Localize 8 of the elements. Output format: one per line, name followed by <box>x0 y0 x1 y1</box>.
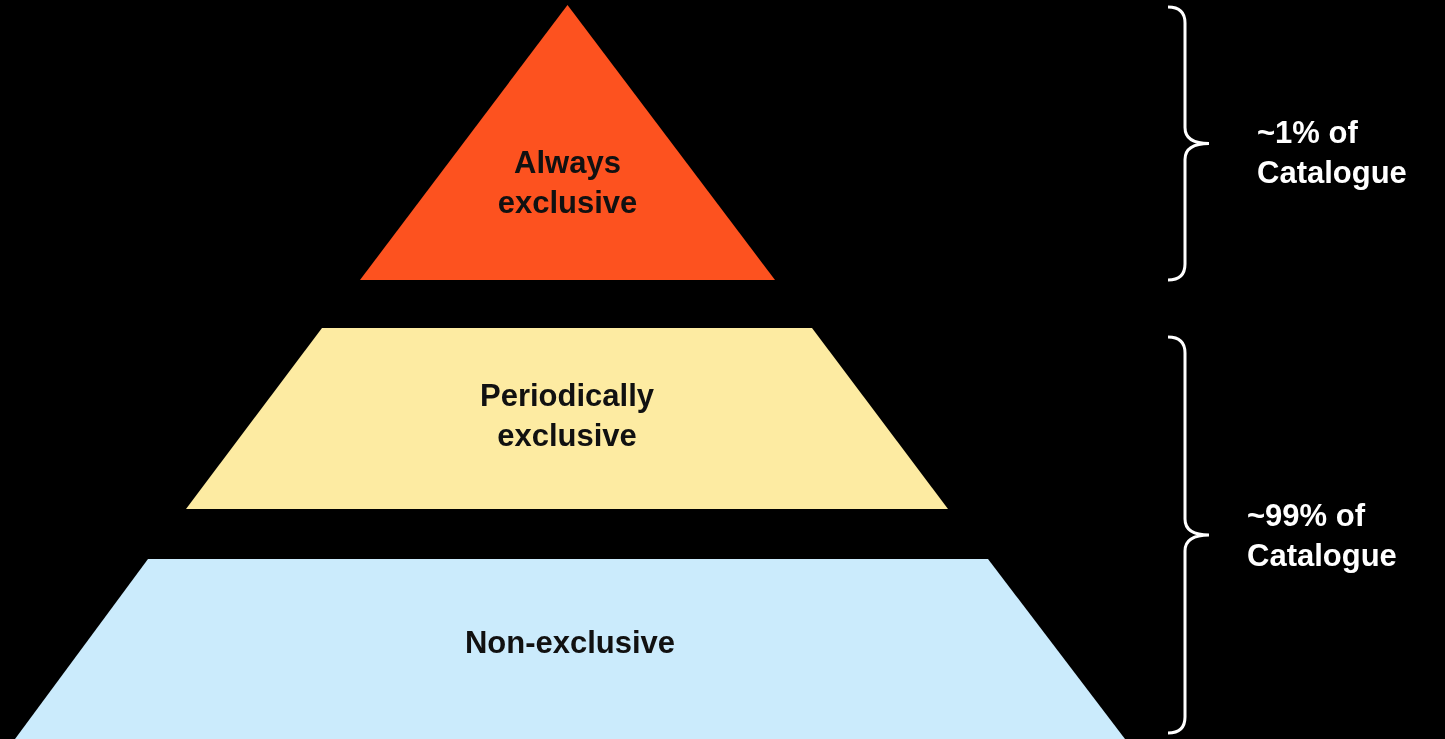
tier-label: Non-exclusive <box>464 624 676 662</box>
tier-label: Always exclusive <box>496 144 639 223</box>
share-label: ~99% of Catalogue <box>1247 497 1398 576</box>
tier-label: Periodically exclusive <box>479 377 655 456</box>
pyramid-tier <box>186 328 948 509</box>
share-label: ~1% of Catalogue <box>1257 114 1408 193</box>
pyramid-top-triangle <box>360 5 775 280</box>
pyramid-tier <box>15 559 1125 739</box>
